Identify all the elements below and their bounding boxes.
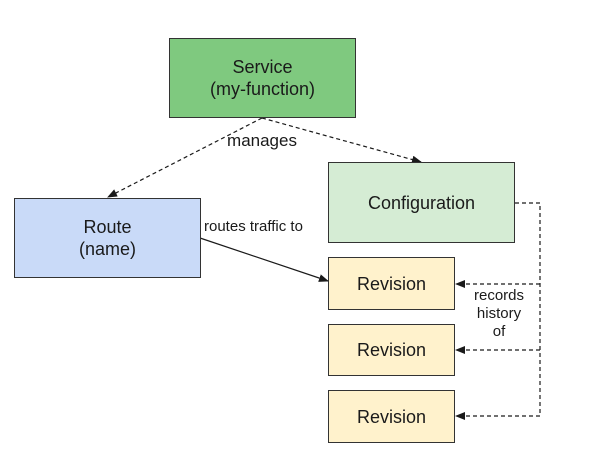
route-title: Route [83,217,132,237]
records-history-of-line-1: records [473,287,525,304]
revision-node-1: Revision [328,257,455,310]
revision-label: Revision [356,340,427,360]
records-history-of-line-2: history [476,305,522,322]
service-node: Service (my-function) [169,38,356,118]
route-name: (name) [78,239,136,259]
edge-configuration-bracket [515,202,541,416]
configuration-node: Configuration [328,162,515,243]
routes-traffic-to-label: routes traffic to [204,218,303,235]
revision-label: Revision [356,406,427,427]
configuration-title: Configuration [367,192,476,213]
revision-node-3: Revision [328,390,455,443]
service-title: Service [232,57,293,77]
route-node: Route (name) [14,198,201,278]
manages-label: manages [227,131,297,150]
edge-route-to-revision [199,237,329,282]
revision-node-2: Revision [328,324,455,376]
records-history-of-line-3: of [492,323,506,340]
edge-service-to-route [107,117,263,198]
records-history-of-label: records history of [468,287,530,341]
service-name: (my-function) [209,79,316,99]
revision-label: Revision [356,273,427,294]
